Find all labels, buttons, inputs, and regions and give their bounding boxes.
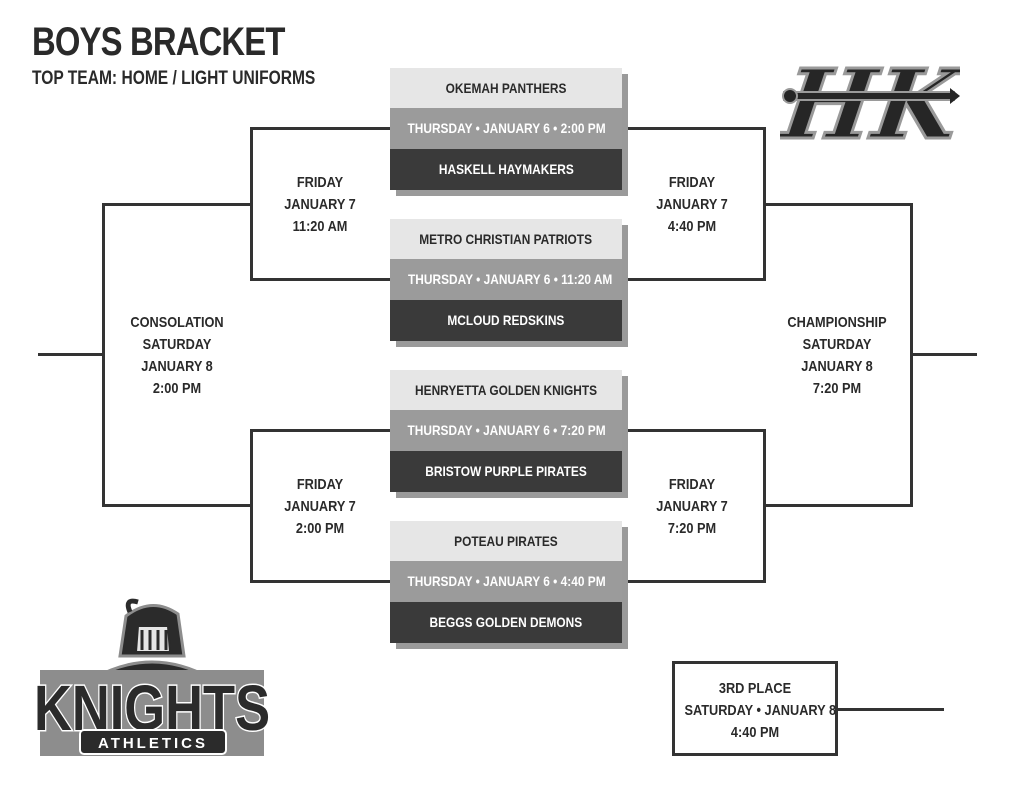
knights-athletics-logo: KNIGHTS ATHLETICS	[34, 598, 270, 756]
game-1: OKEMAH PANTHERS THURSDAY • JANUARY 6 • 2…	[390, 68, 622, 190]
home-team: OKEMAH PANTHERS	[390, 68, 622, 108]
away-team: BEGGS GOLDEN DEMONS	[390, 602, 622, 643]
away-team: BRISTOW PURPLE PIRATES	[390, 451, 622, 492]
away-team: HASKELL HAYMAKERS	[390, 149, 622, 190]
home-team: HENRYETTA GOLDEN KNIGHTS	[390, 370, 622, 410]
game-3: HENRYETTA GOLDEN KNIGHTS THURSDAY • JANU…	[390, 370, 622, 492]
game-2: METRO CHRISTIAN PATRIOTS THURSDAY • JANU…	[390, 219, 622, 341]
home-team: POTEAU PIRATES	[390, 521, 622, 561]
home-team: METRO CHRISTIAN PATRIOTS	[390, 219, 622, 259]
page-subtitle: TOP TEAM: HOME / LIGHT UNIFORMS	[32, 68, 316, 89]
athletics-wordmark: ATHLETICS	[98, 735, 208, 752]
game-time: THURSDAY • JANUARY 6 • 11:20 AM	[390, 259, 622, 300]
away-team: MCLOUD REDSKINS	[390, 300, 622, 341]
hk-logo: HK	[780, 46, 960, 146]
game-4: POTEAU PIRATES THURSDAY • JANUARY 6 • 4:…	[390, 521, 622, 643]
third-place-box	[672, 661, 838, 756]
game-time: THURSDAY • JANUARY 6 • 2:00 PM	[390, 108, 622, 149]
game-time: THURSDAY • JANUARY 6 • 7:20 PM	[390, 410, 622, 451]
page-title: BOYS BRACKET	[32, 20, 285, 64]
game-time: THURSDAY • JANUARY 6 • 4:40 PM	[390, 561, 622, 602]
